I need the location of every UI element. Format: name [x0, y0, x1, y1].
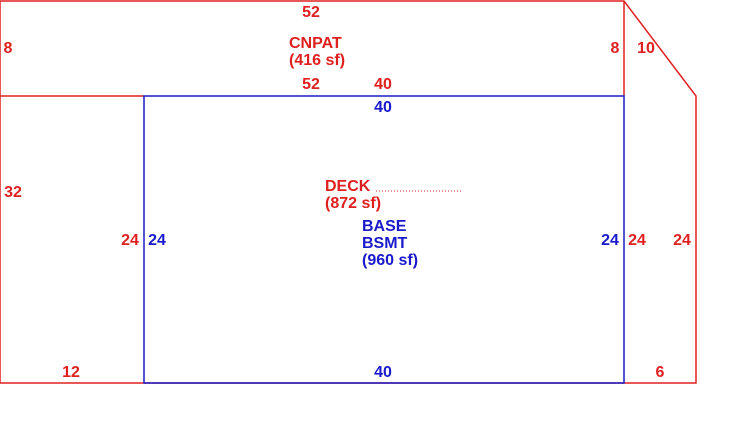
dim-deck-bottom-right: 6 — [656, 364, 665, 381]
dim-deck-inner-left: 24 — [121, 232, 139, 249]
base-subname-label: BSMT — [362, 235, 408, 252]
dim-deck-left: 32 — [4, 184, 22, 201]
dim-base-right: 24 — [601, 232, 619, 249]
cnpat-name-label: CNPAT — [289, 35, 342, 52]
deck-name-label: DECK — [325, 178, 371, 195]
deck-outline — [0, 0, 697, 384]
dim-cnpat-top: 52 — [302, 4, 320, 21]
dim-deck-over-base-top: 40 — [374, 76, 392, 93]
cnpat-area-label: (416 sf) — [289, 52, 345, 69]
dim-deck-bottom-left: 12 — [62, 364, 80, 381]
dim-base-top: 40 — [374, 99, 392, 116]
deck-area-label: (872 sf) — [325, 195, 381, 212]
base-name-label: BASE — [362, 218, 407, 235]
dim-base-left: 24 — [148, 232, 166, 249]
dim-base-bottom: 40 — [374, 364, 392, 381]
dim-deck-inner-right: 24 — [628, 232, 646, 249]
base-area-label: (960 sf) — [362, 252, 418, 269]
dim-cnpat-bottom: 52 — [302, 76, 320, 93]
base-outline — [143, 95, 625, 384]
dim-diagonal: 10 — [637, 40, 655, 57]
dim-deck-right: 24 — [673, 232, 691, 249]
dim-cnpat-right: 8 — [611, 40, 620, 57]
outer-outline — [0, 0, 697, 384]
dim-cnpat-left: 8 — [4, 40, 13, 57]
